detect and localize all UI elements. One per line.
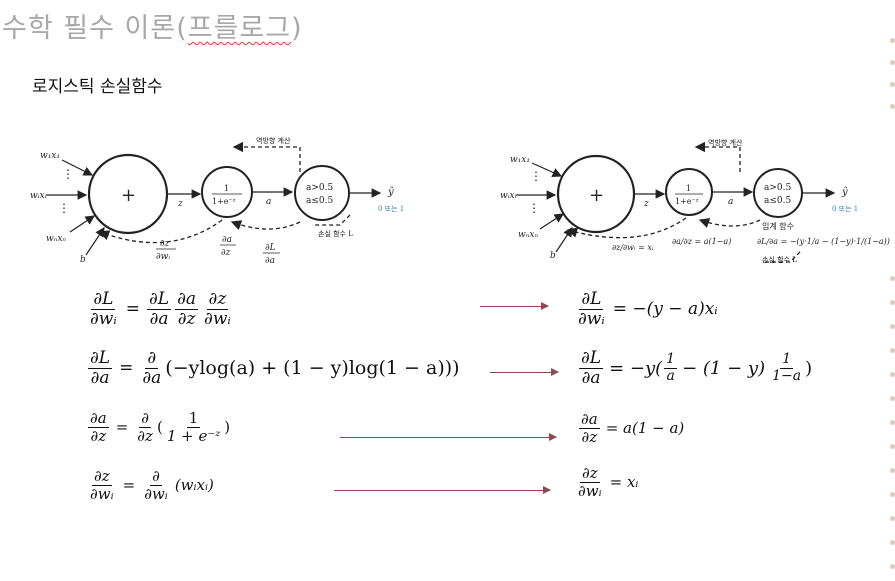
left-sum-symbol: + — [121, 185, 136, 206]
svg-text:∂z: ∂z — [160, 239, 170, 249]
left-bias: b — [80, 255, 86, 265]
svg-text:∂L/∂a = −(y·1/a − (1−y)·1/(1−a: ∂L/∂a = −(y·1/a − (1−y)·1/(1−a)) — [757, 237, 890, 246]
svg-text:1: 1 — [686, 184, 691, 193]
left-output: ŷ — [387, 187, 394, 198]
svg-text:∂a: ∂a — [265, 256, 275, 266]
svg-text:a>0.5: a>0.5 — [764, 183, 791, 193]
svg-text:a≤0.5: a≤0.5 — [306, 196, 333, 206]
svg-text:역방향 계산: 역방향 계산 — [708, 138, 743, 147]
right-threshold-node — [753, 168, 803, 218]
right-sum-node — [556, 154, 636, 234]
right-sigmoid-node — [665, 168, 713, 216]
svg-text:a: a — [728, 197, 733, 207]
svg-text:wᵢxᵢ: wᵢxᵢ — [500, 191, 517, 201]
title-end: ) — [291, 13, 303, 44]
svg-text:손실 함수 L: 손실 함수 L — [762, 255, 797, 264]
arrow-row2 — [490, 368, 559, 376]
left-a-label: a — [266, 197, 271, 207]
left-loss-label: 손실 함수 L — [318, 229, 353, 238]
decorative-dots — [887, 0, 895, 581]
svg-text:ŷ: ŷ — [841, 187, 848, 198]
svg-text:∂L: ∂L — [265, 243, 276, 253]
eq-row2-left: ∂L∂a = ∂∂a (−ylog(a) + (1 − y)log(1 − a)… — [88, 348, 460, 388]
left-input-i: wᵢxᵢ — [30, 191, 47, 201]
eq-row1-left: ∂L∂wᵢ = ∂L∂a ∂a∂z ∂z∂wᵢ — [90, 289, 231, 329]
right-threshold-label: 임계 함수 — [762, 221, 794, 231]
svg-text:b: b — [550, 251, 556, 261]
slide-subtitle: 로지스틱 손실함수 — [32, 77, 163, 97]
eq-row4-right: ∂z∂wᵢ = xᵢ — [578, 464, 639, 500]
svg-text:⋮: ⋮ — [530, 169, 542, 183]
left-sum-node — [87, 153, 169, 235]
arrow-row4 — [334, 486, 551, 494]
svg-text:0 또는 1: 0 또는 1 — [832, 205, 858, 213]
svg-text:∂z: ∂z — [221, 248, 231, 258]
svg-text:1+e⁻ᶻ: 1+e⁻ᶻ — [675, 197, 699, 206]
svg-text:⋮: ⋮ — [528, 201, 540, 215]
svg-text:1: 1 — [224, 184, 229, 193]
left-input-n: wₙxₙ — [46, 234, 66, 244]
arrow-row1 — [480, 302, 549, 310]
left-backprop-label: 역방향 계산 — [256, 136, 291, 145]
left-z-label: z — [177, 199, 183, 209]
svg-text:+: + — [589, 185, 604, 206]
svg-text:a≤0.5: a≤0.5 — [764, 196, 791, 206]
eq-row1-right: ∂L∂wᵢ = −(y − a)xᵢ — [578, 289, 718, 329]
svg-text:∂a: ∂a — [222, 235, 232, 245]
neuron-diagrams: w₁x₁ ⋮ wᵢxᵢ ⋮ wₙxₙ b + z 1 1+e⁻ᶻ a a>0.5… — [30, 136, 890, 266]
left-output-value: 0 또는 1 — [378, 205, 404, 213]
eq-row3-right: ∂a∂z = a(1 − a) — [579, 410, 685, 446]
diagram-left: w₁x₁ ⋮ wᵢxᵢ ⋮ wₙxₙ b + z 1 1+e⁻ᶻ a a>0.5… — [30, 136, 404, 266]
title-paren-text: 프를로그 — [187, 13, 292, 44]
diagram-right: w₁x₁ ⋮ wᵢxᵢ ⋮ wₙxₙ b + z 1 1+e⁻ᶻ a a>0.5… — [500, 138, 890, 264]
svg-text:⋮: ⋮ — [62, 167, 74, 181]
arrow-row3 — [340, 433, 557, 441]
eq-row4-left: ∂z∂wᵢ = ∂∂wᵢ (wᵢxᵢ) — [90, 467, 214, 503]
slide-title: 수학 필수 이론(프를로그) — [2, 6, 303, 45]
svg-text:a>0.5: a>0.5 — [306, 183, 333, 193]
title-main: 수학 필수 이론( — [2, 13, 188, 44]
left-sigmoid-node — [201, 166, 253, 218]
svg-text:∂z/∂wᵢ = xᵢ: ∂z/∂wᵢ = xᵢ — [612, 243, 654, 252]
svg-text:w₁x₁: w₁x₁ — [510, 155, 530, 165]
svg-text:z: z — [643, 199, 649, 209]
left-input-1: w₁x₁ — [40, 151, 60, 161]
svg-text:∂wᵢ: ∂wᵢ — [156, 252, 170, 262]
svg-text:1+e⁻ᶻ: 1+e⁻ᶻ — [212, 197, 236, 206]
left-threshold-node — [294, 165, 350, 221]
svg-text:∂a/∂z = a(1−a): ∂a/∂z = a(1−a) — [672, 237, 731, 246]
svg-text:wₙxₙ: wₙxₙ — [518, 230, 538, 240]
svg-text:⋮: ⋮ — [58, 201, 70, 215]
